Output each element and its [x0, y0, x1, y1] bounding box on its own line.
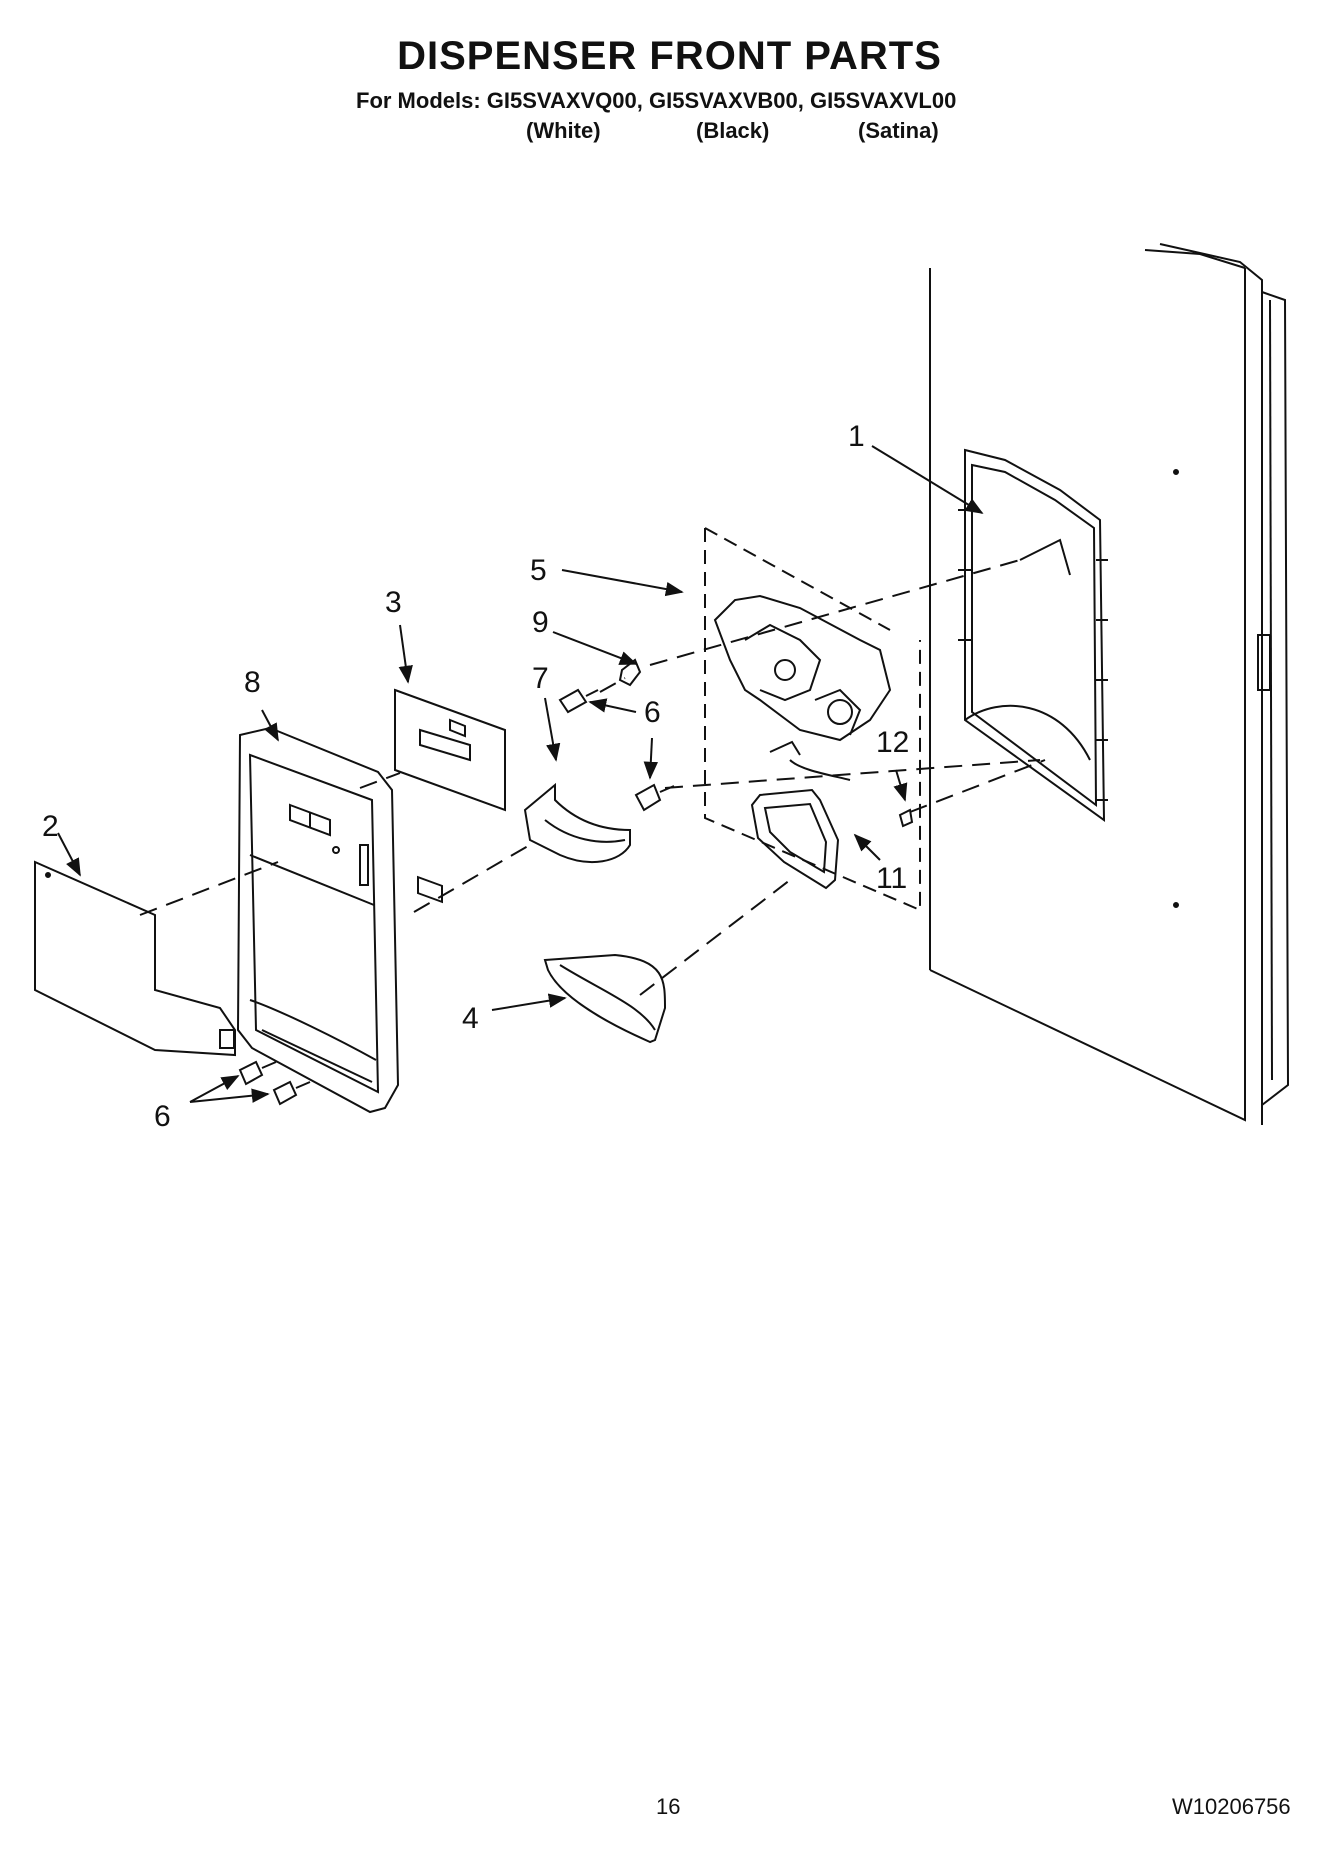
screw-lower-left: [238, 1060, 277, 1086]
alignment-lines: [139, 559, 1046, 996]
control-board: [394, 688, 506, 904]
page-number: 16: [656, 1794, 681, 1819]
insulation-shield: [34, 860, 236, 1057]
drip-tray: [543, 953, 667, 1044]
part-5-group-box: [704, 527, 921, 912]
callout-4: 4: [462, 1002, 479, 1035]
callout-7: 7: [532, 662, 549, 695]
callout-11: 11: [876, 862, 907, 895]
dispenser-bezel: [236, 726, 400, 1114]
page-title: DISPENSER FRONT PARTS: [397, 34, 942, 78]
callout-9: 9: [532, 606, 549, 639]
screw-upper: [558, 688, 599, 714]
callout-8: 8: [244, 666, 261, 699]
callout-5: 5: [530, 554, 547, 587]
dispenser-pad: [750, 740, 851, 890]
model-list: For Models: GI5SVAXVQ00, GI5SVAXVB00, GI…: [356, 88, 957, 113]
callout-3: 3: [385, 586, 402, 619]
actuator-assembly: [713, 594, 892, 742]
callout-12: 12: [876, 726, 909, 759]
color-label-white: (White): [526, 118, 601, 143]
document-number: W10206756: [1172, 1794, 1291, 1819]
screw-lower-right: [272, 1080, 311, 1106]
callout-1: 1: [848, 420, 865, 453]
spring: [898, 808, 914, 828]
color-label-black: (Black): [696, 118, 770, 143]
refrigerator-door: [929, 243, 1290, 1125]
color-label-satina: (Satina): [858, 118, 939, 143]
callout-6-lower: 6: [154, 1100, 171, 1133]
leader-arrows: [57, 445, 984, 1103]
callout-2: 2: [42, 810, 59, 843]
chute-door: [523, 782, 631, 863]
dispenser-housing-frame: [958, 448, 1108, 822]
wire-clip: [618, 658, 642, 687]
callout-6-upper: 6: [644, 696, 661, 729]
